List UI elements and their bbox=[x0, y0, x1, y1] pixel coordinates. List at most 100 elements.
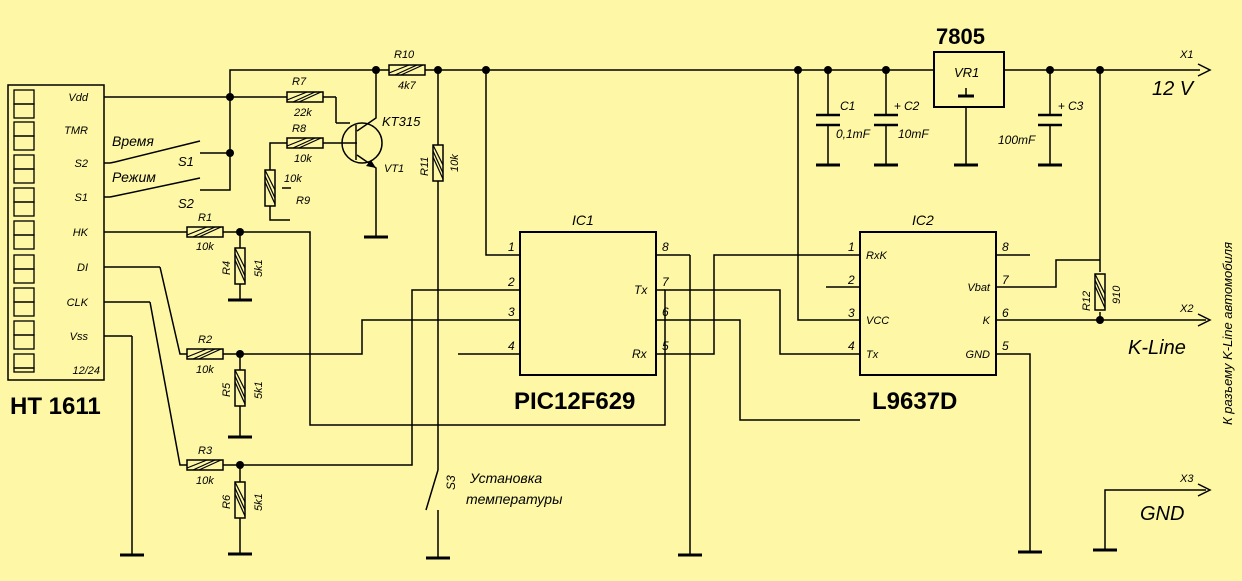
ic1-ref: IC1 bbox=[572, 212, 594, 228]
ic1-pin-8: 8 bbox=[662, 240, 669, 254]
resistor-r10-ref: R10 bbox=[394, 49, 415, 61]
resistor-r8: R8 10k bbox=[286, 123, 324, 165]
switch-s3: S3 Установка температуры bbox=[444, 470, 563, 507]
ht1611-pin-tmr: TMR bbox=[64, 125, 88, 137]
capacitor-c3: + C3 100mF bbox=[998, 99, 1084, 147]
wires bbox=[98, 69, 1206, 559]
ic2-label-gnd: GND bbox=[966, 349, 991, 361]
switch-s3-label-line1: Установка bbox=[469, 470, 542, 486]
resistor-r6-value: 5k1 bbox=[253, 493, 265, 511]
connector-x2-ref: X2 bbox=[1179, 303, 1193, 315]
ic1-pin-6: 6 bbox=[662, 305, 669, 319]
resistor-r3: R3 10k bbox=[186, 445, 224, 487]
ic2-pin-3: 3 bbox=[848, 306, 855, 320]
resistor-r10-value: 4k7 bbox=[398, 80, 417, 92]
ic2-label-tx: Tx bbox=[866, 349, 879, 361]
resistor-r1-ref: R1 bbox=[198, 212, 212, 224]
resistor-r5-ref: R5 bbox=[221, 382, 233, 397]
connector-arrows bbox=[1197, 63, 1212, 497]
ht1611-pin-di: DI bbox=[77, 262, 88, 274]
resistor-r11: R11 10k bbox=[419, 144, 461, 182]
ic2-pin-5: 5 bbox=[1002, 339, 1009, 353]
ic1-pin-4: 4 bbox=[508, 339, 515, 353]
capacitor-c2-ref: C2 bbox=[904, 99, 920, 113]
ic2-ref: IC2 bbox=[912, 212, 934, 228]
resistor-r2: R2 10k bbox=[186, 334, 224, 376]
resistor-r6-ref: R6 bbox=[221, 494, 233, 509]
resistor-r3-value: 10k bbox=[196, 475, 214, 487]
side-note: К разъему K-Line автомобиля bbox=[1220, 242, 1235, 425]
resistor-r10: R10 4k7 bbox=[388, 49, 426, 92]
ic1-pin-1: 1 bbox=[508, 240, 515, 254]
ic2-label-vbat: Vbat bbox=[967, 282, 991, 294]
switch-s2-ref: S2 bbox=[178, 196, 195, 211]
switch-s2: Режим S2 bbox=[112, 169, 195, 211]
capacitor-c3-plus: + bbox=[1058, 99, 1065, 113]
switch-s3-label-line2: температуры bbox=[466, 491, 563, 507]
ic1-pin-7: 7 bbox=[662, 275, 670, 289]
resistor-r12-ref: R12 bbox=[1081, 291, 1093, 311]
transistor-ref: VT1 bbox=[384, 163, 404, 175]
ic1-label-tx: Tx bbox=[634, 283, 648, 297]
capacitor-c2-value: 10mF bbox=[898, 127, 929, 141]
ic2-pin-1: 1 bbox=[848, 240, 855, 254]
resistor-r9: 10k R9 bbox=[264, 169, 310, 207]
resistor-r4: R4 5k1 bbox=[221, 247, 265, 285]
ic2-label-rxk: RxK bbox=[866, 250, 887, 262]
resistor-r4-ref: R4 bbox=[221, 261, 233, 275]
switch-s1: Время S1 bbox=[112, 133, 194, 169]
ic1-pic12f629: IC1 1 2 3 4 8 7 6 5 Tx Rx PIC12F629 bbox=[507, 212, 670, 415]
switch-s1-label: Время bbox=[112, 133, 154, 149]
capacitor-c2-plus: + bbox=[894, 99, 901, 113]
ic2-label-vcc: VCC bbox=[866, 315, 889, 327]
ht1611-pin-hk: HK bbox=[73, 227, 89, 239]
capacitor-c1-ref: C1 bbox=[840, 99, 855, 113]
resistor-r8-value: 10k bbox=[294, 153, 312, 165]
ic2-pin-6: 6 bbox=[1002, 306, 1009, 320]
resistor-r7-value: 22k bbox=[293, 107, 312, 119]
ht1611-pin-vdd: Vdd bbox=[68, 92, 88, 104]
ht1611-pin-s1: S1 bbox=[75, 192, 88, 204]
resistor-r5-value: 5k1 bbox=[253, 381, 265, 399]
capacitor-c1-value: 0,1mF bbox=[836, 127, 871, 141]
connector-x2-label: K-Line bbox=[1128, 337, 1186, 359]
switch-s1-ref: S1 bbox=[178, 154, 194, 169]
resistor-r1: R1 10k bbox=[186, 212, 224, 253]
resistor-r7-ref: R7 bbox=[292, 76, 307, 88]
resistor-r1-value: 10k bbox=[196, 241, 214, 253]
ht1611-pin-s2: S2 bbox=[75, 158, 88, 170]
connector-x3-label: GND bbox=[1140, 503, 1184, 525]
ht1611-name: HT 1611 bbox=[10, 393, 101, 420]
ic1-pin-2: 2 bbox=[507, 275, 515, 289]
switch-s2-label: Режим bbox=[112, 169, 156, 185]
resistor-r7: R7 22k bbox=[286, 76, 324, 119]
ic1-label-rx: Rx bbox=[632, 347, 648, 361]
ic1-pin-3: 3 bbox=[508, 305, 515, 319]
ground-symbols bbox=[120, 163, 1117, 560]
regulator-number: 7805 bbox=[936, 24, 985, 49]
ic2-l9637d: IC2 1 2 3 4 8 7 6 5 RxK VCC Tx Vbat K GN… bbox=[847, 212, 1010, 415]
connector-x3: X3 GND bbox=[1140, 473, 1194, 525]
switch-s3-ref: S3 bbox=[444, 475, 458, 490]
ht1611-module: Vdd TMR S2 S1 HK DI CLK Vss 12/24 HT 161… bbox=[7, 84, 105, 420]
regulator-ref: VR1 bbox=[954, 65, 979, 80]
resistor-r11-value: 10k bbox=[449, 154, 461, 172]
ic2-pin-4: 4 bbox=[848, 339, 855, 353]
resistor-r8-ref: R8 bbox=[292, 123, 307, 135]
resistor-r2-value: 10k bbox=[196, 364, 214, 376]
connector-x1-label: 12 V bbox=[1152, 78, 1195, 100]
transistor-type: KT315 bbox=[382, 114, 421, 129]
resistor-r9-value: 10k bbox=[284, 173, 302, 185]
transistor-vt1: KT315 VT1 bbox=[341, 114, 421, 175]
ic1-pin-5: 5 bbox=[662, 339, 669, 353]
ht1611-pin-12-24: 12/24 bbox=[72, 365, 100, 377]
capacitor-c1: C1 0,1mF bbox=[816, 99, 871, 141]
capacitor-c3-ref: C3 bbox=[1068, 99, 1084, 113]
resistor-r12-value: 910 bbox=[1111, 285, 1123, 304]
resistor-r4-value: 5k1 bbox=[253, 259, 265, 277]
ic2-pin-8: 8 bbox=[1002, 240, 1009, 254]
resistor-r6: R6 5k1 bbox=[221, 481, 265, 519]
capacitor-c3-value: 100mF bbox=[998, 133, 1036, 147]
ic2-name: L9637D bbox=[872, 388, 957, 415]
